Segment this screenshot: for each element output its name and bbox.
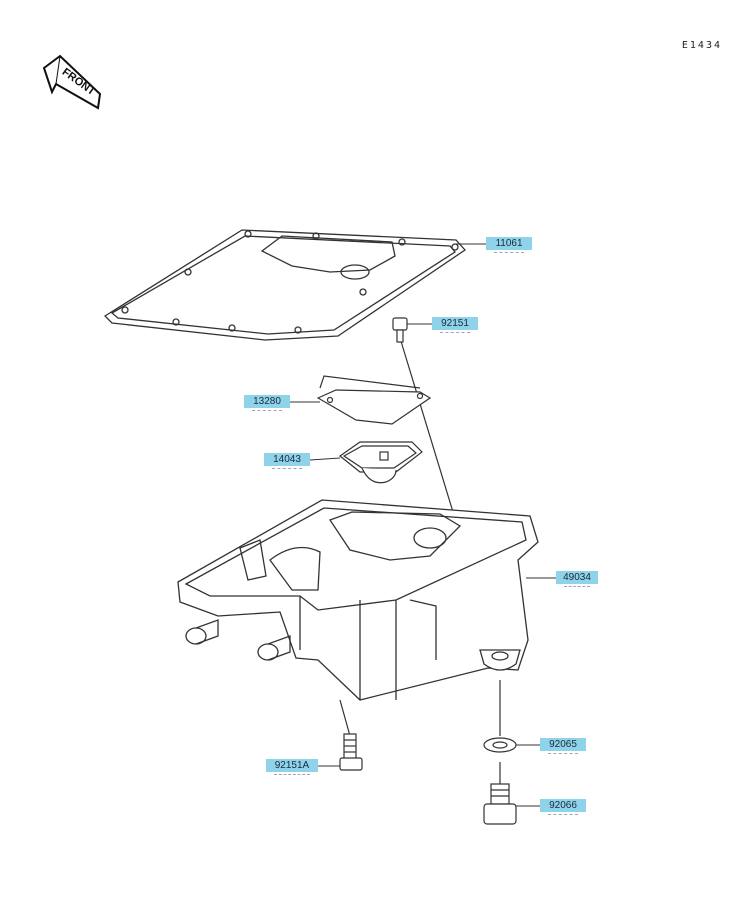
part-callout-92151[interactable]: 92151 xyxy=(432,317,478,333)
bolt-92151-drawing xyxy=(392,317,454,513)
diagram-code: E1434 xyxy=(681,40,722,51)
oil-pan-gasket-drawing xyxy=(103,229,466,341)
part-callout-49034[interactable]: 49034 xyxy=(556,571,598,587)
front-arrow-icon: FRONT xyxy=(42,54,102,110)
baffle-plate-drawing xyxy=(316,375,432,425)
drain-plug-drawing xyxy=(483,762,517,825)
part-callout-13280[interactable]: 13280 xyxy=(244,395,290,411)
oil-pan-drawing xyxy=(177,499,539,701)
oil-strainer-drawing xyxy=(338,441,423,484)
leader-lines xyxy=(290,243,556,807)
bolt-92151a-drawing xyxy=(339,699,363,771)
part-callout-92151a[interactable]: 92151A xyxy=(266,759,318,775)
washer-drawing xyxy=(483,680,517,753)
part-callout-92065[interactable]: 92065 xyxy=(540,738,586,754)
part-callout-11061[interactable]: 11061 xyxy=(486,237,532,253)
part-callout-92066[interactable]: 92066 xyxy=(540,799,586,815)
part-callout-14043[interactable]: 14043 xyxy=(264,453,310,469)
